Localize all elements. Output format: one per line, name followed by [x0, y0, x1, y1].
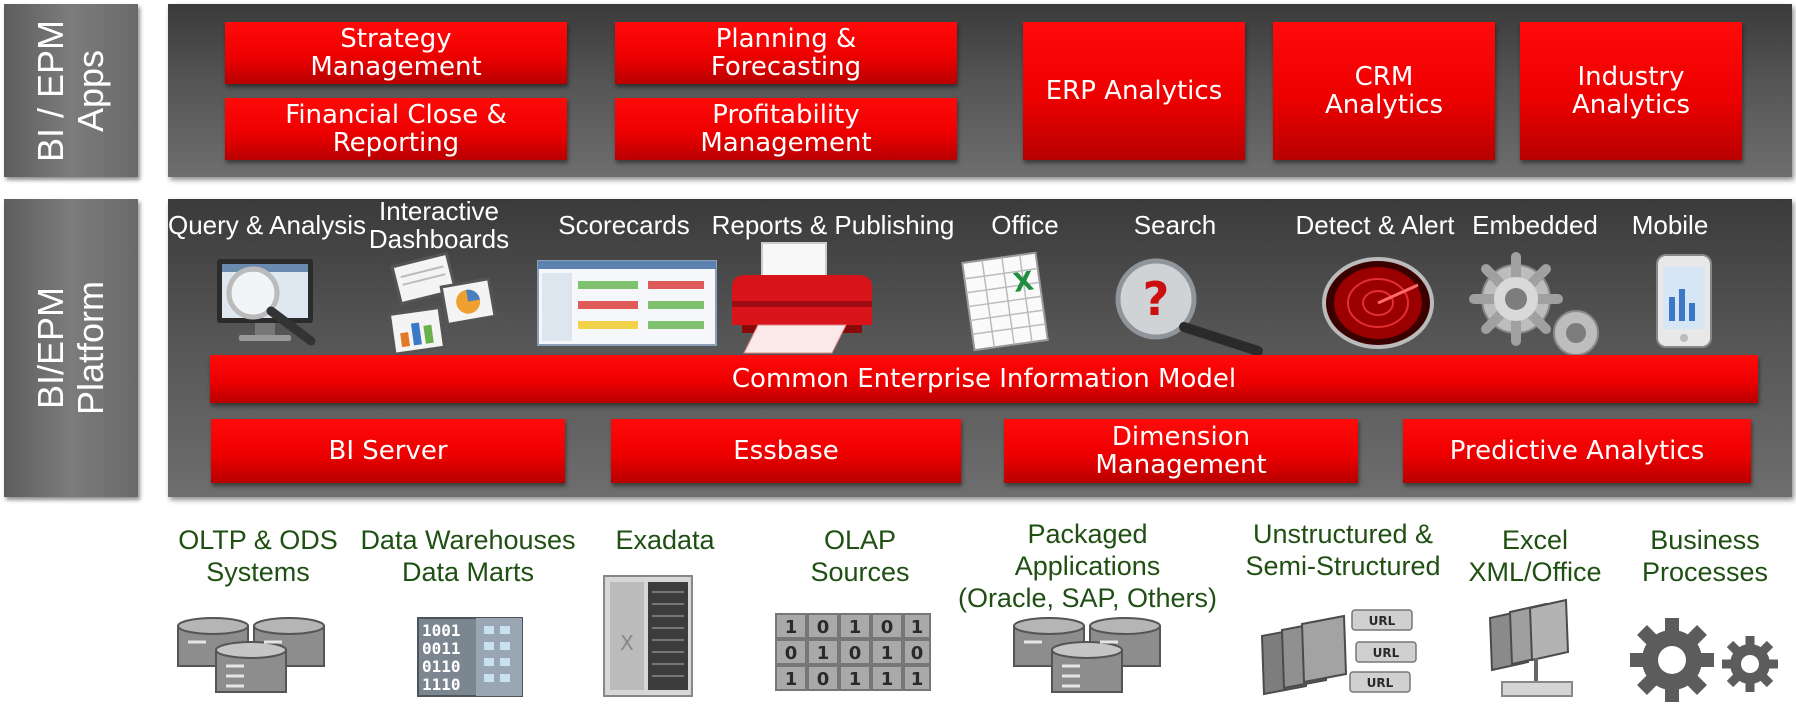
app-crm-analytics[interactable]: CRM Analytics — [1273, 22, 1495, 160]
server-dimension-management[interactable]: Dimension Management — [1004, 419, 1358, 483]
svg-text:?: ? — [1143, 272, 1170, 326]
svg-text:0: 0 — [881, 617, 894, 638]
tool-search-label: Search — [1133, 210, 1217, 240]
tool-scorecards-label: Scorecards — [558, 210, 690, 240]
server-predictive-analytics[interactable]: Predictive Analytics — [1403, 419, 1751, 483]
svg-text:1: 1 — [785, 617, 798, 638]
app-financial-close-reporting[interactable]: Financial Close & Reporting — [225, 98, 567, 160]
svg-text:URL: URL — [1373, 646, 1400, 660]
svg-text:1: 1 — [849, 669, 862, 690]
tool-detect-alert-label: Detect & Alert — [1295, 210, 1455, 240]
svg-text:0: 0 — [849, 643, 862, 664]
svg-text:1: 1 — [881, 669, 894, 690]
svg-text:0: 0 — [817, 617, 830, 638]
svg-text:0: 0 — [911, 643, 924, 664]
unstructured-documents-icon: URL URL URL — [1260, 609, 1417, 696]
tool-interactive-dashboards-label: Interactive Dashboards — [368, 196, 510, 254]
app-planning-forecasting[interactable]: Planning & Forecasting — [615, 22, 957, 84]
svg-text:1: 1 — [911, 617, 924, 638]
embedded-gears-icon — [1469, 252, 1599, 356]
tool-embedded-label: Embedded — [1472, 210, 1598, 240]
packaged-apps-database-icon — [1013, 617, 1161, 693]
svg-text:0: 0 — [817, 669, 830, 690]
office-excel-icon: X — [961, 251, 1049, 352]
platform-layer-panel: Query & Analysis Interactive Dashboards … — [168, 196, 1792, 497]
search-magnifier-icon: ? — [1115, 258, 1263, 356]
app-erp-analytics[interactable]: ERP Analytics — [1023, 22, 1245, 160]
svg-text:1: 1 — [817, 643, 830, 664]
apps-layer-panel: Strategy Management Planning & Forecasti… — [168, 4, 1792, 177]
tool-office-label: Office — [991, 210, 1059, 240]
svg-text:X: X — [1012, 266, 1036, 298]
svg-text:URL: URL — [1367, 676, 1394, 690]
exadata-rack-icon: X — [603, 575, 693, 697]
svg-text:URL: URL — [1369, 614, 1396, 628]
oltp-database-icon — [177, 617, 325, 693]
server-essbase[interactable]: Essbase — [611, 419, 961, 483]
source-excel-xml-office-label: Excel XML/Office — [1468, 525, 1602, 587]
tool-reports-publishing-label: Reports & Publishing — [711, 210, 955, 240]
detect-alert-radar-icon — [1322, 257, 1434, 349]
business-processes-gears-icon — [1630, 618, 1778, 702]
interactive-dashboards-icon — [387, 251, 497, 356]
printer-icon — [732, 242, 872, 354]
source-packaged-apps-label: Packaged Applications (Oracle, SAP, Othe… — [957, 519, 1218, 613]
source-oltp-ods-label: OLTP & ODS Systems — [178, 525, 338, 587]
svg-text:1: 1 — [849, 617, 862, 638]
svg-text:1: 1 — [881, 643, 894, 664]
app-strategy-management[interactable]: Strategy Management — [225, 22, 567, 84]
svg-text:0: 0 — [785, 643, 798, 664]
source-business-processes-label: Business Processes — [1641, 525, 1769, 587]
tool-mobile-label: Mobile — [1631, 210, 1709, 240]
mobile-phone-icon — [1656, 254, 1712, 348]
svg-text:X: X — [620, 631, 634, 655]
excel-xml-office-documents-icon — [1488, 598, 1573, 697]
app-industry-analytics[interactable]: Industry Analytics — [1520, 22, 1742, 160]
apps-layer-label: BI / EPM Apps — [4, 4, 138, 177]
svg-text:1: 1 — [785, 669, 798, 690]
source-unstructured-label: Unstructured & Semi-Structured — [1245, 519, 1441, 581]
server-bi-server[interactable]: BI Server — [211, 419, 565, 483]
source-olap-label: OLAP Sources — [810, 525, 910, 587]
svg-text:1: 1 — [911, 669, 924, 690]
app-profitability-management[interactable]: Profitability Management — [615, 98, 957, 160]
source-exadata-label: Exadata — [615, 525, 715, 555]
scorecards-icon — [537, 260, 717, 346]
tool-query-analysis-label: Query & Analysis — [168, 210, 366, 240]
query-analysis-icon — [217, 259, 316, 346]
platform-layer-label: BI/EPM Platform — [4, 199, 138, 497]
source-data-warehouses-label: Data Warehouses Data Marts — [360, 525, 576, 587]
common-enterprise-information-model[interactable]: Common Enterprise Information Model — [210, 355, 1758, 403]
